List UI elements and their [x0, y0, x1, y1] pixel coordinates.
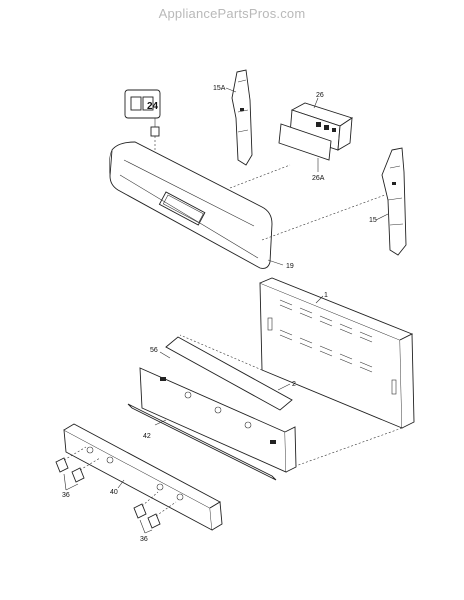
callout-36-left: 36 [62, 492, 70, 499]
part-56-trim[interactable] [165, 336, 293, 411]
part-42-trim-strip[interactable] [127, 403, 277, 481]
callout-42: 42 [143, 433, 151, 440]
part-36-knobs-right[interactable] [133, 491, 177, 529]
watermark-text: AppliancePartsPros.com [158, 6, 306, 21]
part-26a-overlay[interactable] [278, 123, 332, 161]
callout-15a: 15A [213, 85, 226, 92]
callout-19: 19 [286, 263, 294, 270]
callout-40: 40 [110, 489, 118, 496]
part-1-rear-panel[interactable] [259, 277, 415, 429]
callout-15: 15 [369, 217, 377, 224]
part-15a-bracket[interactable] [231, 69, 253, 166]
callout-2: 2 [292, 381, 296, 388]
callout-24: 24 [147, 101, 159, 112]
callout-26: 26 [316, 92, 324, 99]
part-15-bracket[interactable] [381, 147, 407, 256]
callout-56: 56 [150, 347, 158, 354]
part-40-manifold-cover[interactable] [63, 423, 223, 531]
callout-1: 1 [324, 292, 328, 299]
part-24-switch[interactable] [124, 89, 161, 150]
part-19-control-panel[interactable] [109, 141, 273, 269]
callout-36-right: 36 [140, 536, 148, 543]
part-2-manifold-panel[interactable] [139, 367, 297, 473]
callout-26a: 26A [312, 175, 325, 182]
part-36-knobs-left[interactable] [55, 446, 101, 483]
